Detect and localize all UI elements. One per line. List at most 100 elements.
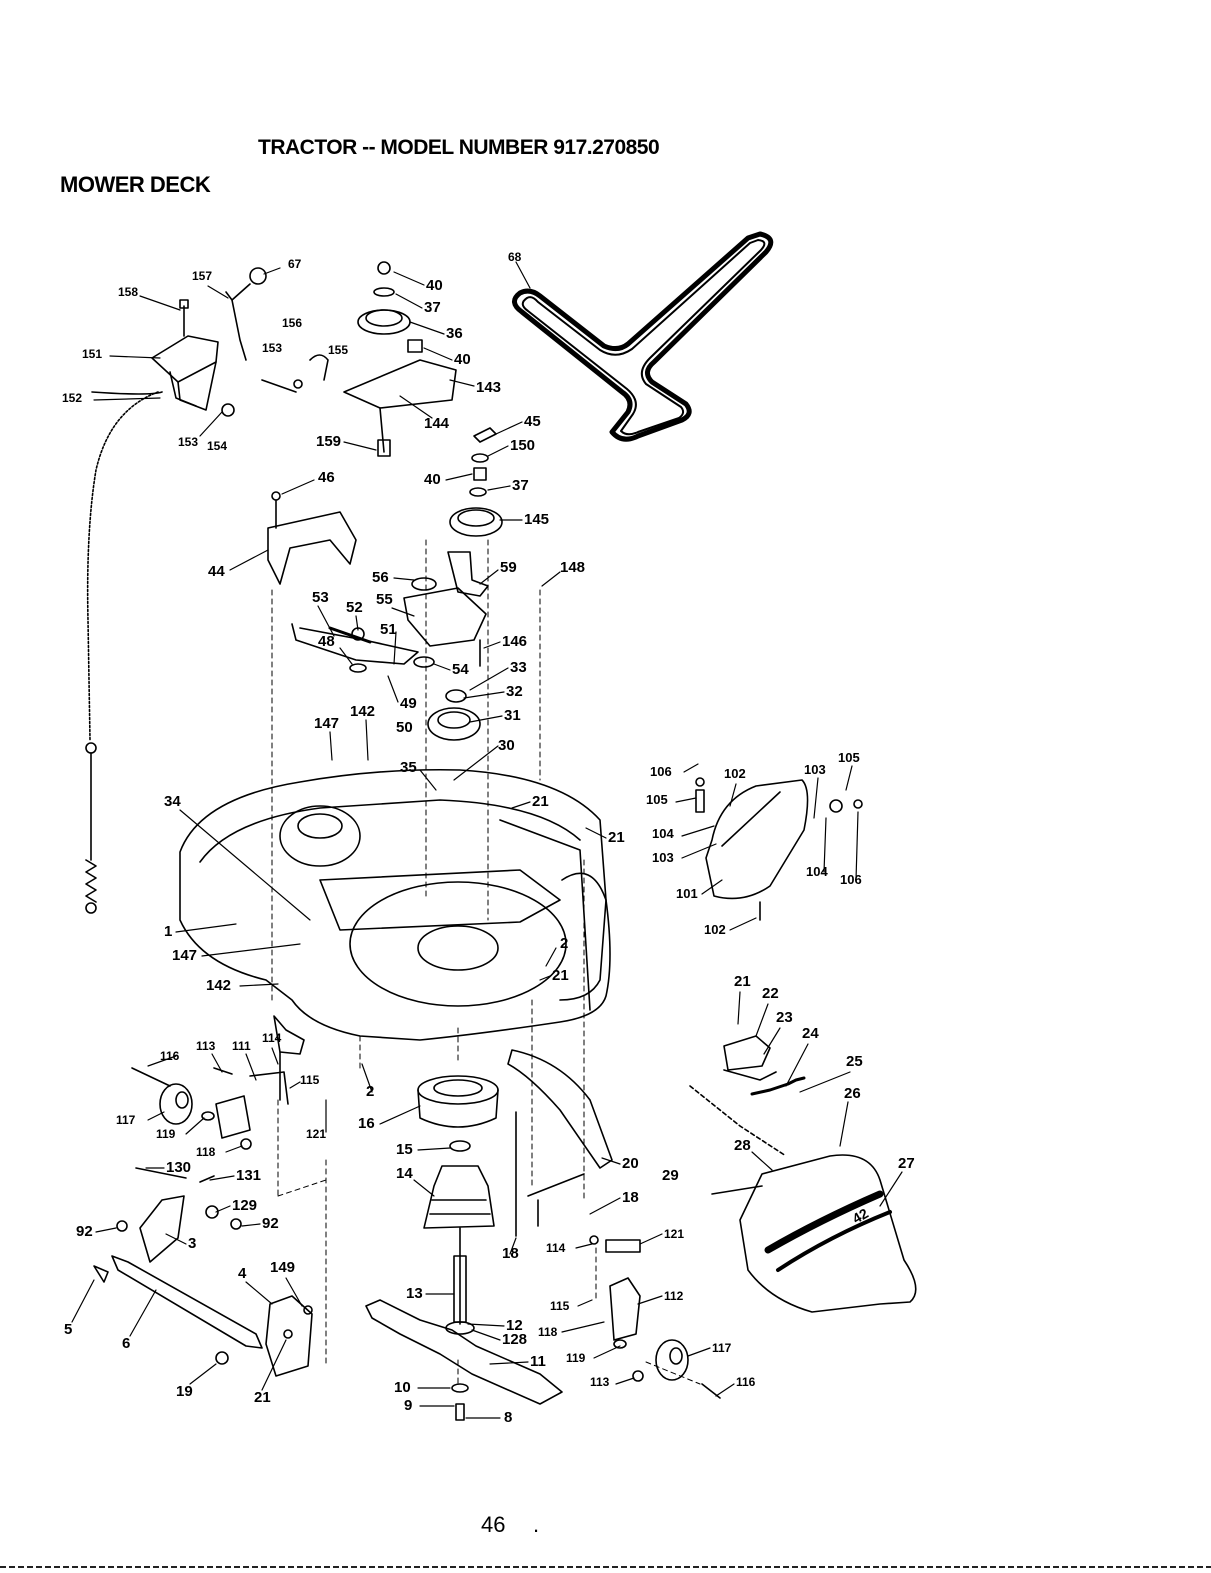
- part-callout: 152: [62, 391, 82, 405]
- middle-pulley-drawing: [449, 427, 503, 537]
- mower-deck-drawing: [179, 768, 611, 1041]
- part-callout: 143: [476, 379, 501, 396]
- part-callout: 53: [312, 589, 329, 606]
- page-title: TRACTOR -- MODEL NUMBER 917.270850: [258, 136, 660, 159]
- part-callout: 114: [262, 1031, 282, 1045]
- part-callout: 103: [804, 762, 826, 777]
- part-callout: 6: [122, 1335, 130, 1352]
- part-callout: 16: [358, 1115, 375, 1132]
- mulch-cover-drawing: 42: [711, 1154, 917, 1313]
- part-callout: 21: [608, 829, 625, 846]
- part-callout: 23: [776, 1009, 793, 1026]
- part-callout: 92: [262, 1215, 279, 1232]
- part-callout: 21: [552, 967, 569, 984]
- part-callout: 105: [646, 792, 668, 807]
- part-callout: 4: [238, 1265, 247, 1282]
- part-callout: 68: [508, 250, 522, 264]
- part-callout: 30: [498, 737, 515, 754]
- section-heading: MOWER DECK: [60, 172, 211, 197]
- part-callout: 48: [318, 633, 335, 650]
- part-callout: 3: [188, 1235, 196, 1252]
- v-belt-drawing: [512, 231, 774, 442]
- lift-linkage-drawing: [93, 1015, 313, 1377]
- part-callout: 35: [400, 759, 417, 776]
- right-wheel-assembly-drawing: [589, 1235, 721, 1399]
- part-callout: 14: [396, 1165, 413, 1182]
- part-callout: 144: [424, 415, 450, 432]
- part-callout: 55: [376, 591, 393, 608]
- part-callout: 112: [664, 1289, 684, 1303]
- part-callout: 40: [424, 471, 441, 488]
- part-callout: 1: [164, 923, 172, 940]
- part-callout: 19: [176, 1383, 193, 1400]
- part-callout: 155: [328, 343, 348, 357]
- left-wheel-assembly-drawing: [131, 1067, 289, 1150]
- part-callout: 150: [510, 437, 535, 454]
- part-callout: 37: [512, 477, 529, 494]
- part-callout: 2: [366, 1083, 374, 1100]
- part-callout: 116: [736, 1375, 756, 1389]
- part-callout: 104: [652, 826, 674, 841]
- part-callout: 28: [734, 1137, 751, 1154]
- part-callout: 56: [372, 569, 389, 586]
- part-callout: 153: [178, 435, 198, 449]
- part-callout: 59: [500, 559, 517, 576]
- baffle-drawing: [507, 1049, 613, 1237]
- part-callout: 5: [64, 1321, 72, 1338]
- spindle-assembly-drawing: [417, 1075, 499, 1335]
- part-callout: 9: [404, 1397, 412, 1414]
- part-callout: 10: [394, 1379, 411, 1396]
- part-callout: 153: [262, 341, 282, 355]
- part-callout: 32: [506, 683, 523, 700]
- part-callout: 21: [734, 973, 751, 990]
- part-callout: 2: [560, 935, 568, 952]
- part-callout: 33: [510, 659, 527, 676]
- part-callout: 8: [504, 1409, 512, 1426]
- part-callout: 102: [704, 922, 726, 937]
- part-callout: 18: [622, 1189, 639, 1206]
- part-callout: 116: [160, 1049, 180, 1063]
- part-callout: 24: [802, 1025, 819, 1042]
- part-callout: 157: [192, 269, 212, 283]
- part-callout: 121: [306, 1127, 326, 1141]
- part-callout: 51: [380, 621, 397, 638]
- part-callout: 11: [530, 1353, 546, 1370]
- part-callout: 20: [622, 1155, 639, 1172]
- part-callout: 111: [232, 1039, 251, 1053]
- part-callout: 36: [446, 325, 463, 342]
- part-callout: 26: [844, 1085, 861, 1102]
- part-callout: 145: [524, 511, 549, 528]
- part-callout: 149: [270, 1259, 295, 1276]
- part-callout: 37: [424, 299, 441, 316]
- part-callout: 156: [282, 316, 302, 330]
- part-callout: 142: [206, 977, 231, 994]
- part-callout: 147: [172, 947, 197, 964]
- scan-bottom-edge: [0, 1566, 1211, 1568]
- part-callout: 114: [546, 1241, 566, 1255]
- part-callout: 34: [164, 793, 181, 810]
- part-callout: 29: [662, 1167, 679, 1184]
- part-callout: 129: [232, 1197, 257, 1214]
- part-callout: 101: [676, 886, 698, 901]
- part-callout: 115: [300, 1073, 320, 1087]
- lift-bracket-drawing: [151, 267, 329, 417]
- part-callout: 52: [346, 599, 363, 616]
- part-callout: 102: [724, 766, 746, 781]
- part-callout: 13: [406, 1285, 423, 1302]
- part-callout: 147: [314, 715, 339, 732]
- part-callout: 121: [664, 1227, 684, 1241]
- part-callout: 113: [590, 1375, 610, 1389]
- bracket-assembly-right-drawing: [689, 1035, 806, 1157]
- part-callout: 22: [762, 985, 779, 1002]
- part-callout: 158: [118, 285, 138, 299]
- part-callout: 44: [208, 563, 225, 580]
- part-callout: 131: [236, 1167, 261, 1184]
- leader-lines: [71, 261, 903, 1419]
- part-callout: 118: [196, 1145, 216, 1159]
- part-callout: 25: [846, 1053, 863, 1070]
- part-callout: 130: [166, 1159, 191, 1176]
- part-callout: 106: [840, 872, 862, 887]
- part-callout: 49: [400, 695, 417, 712]
- part-callout: 67: [288, 257, 302, 271]
